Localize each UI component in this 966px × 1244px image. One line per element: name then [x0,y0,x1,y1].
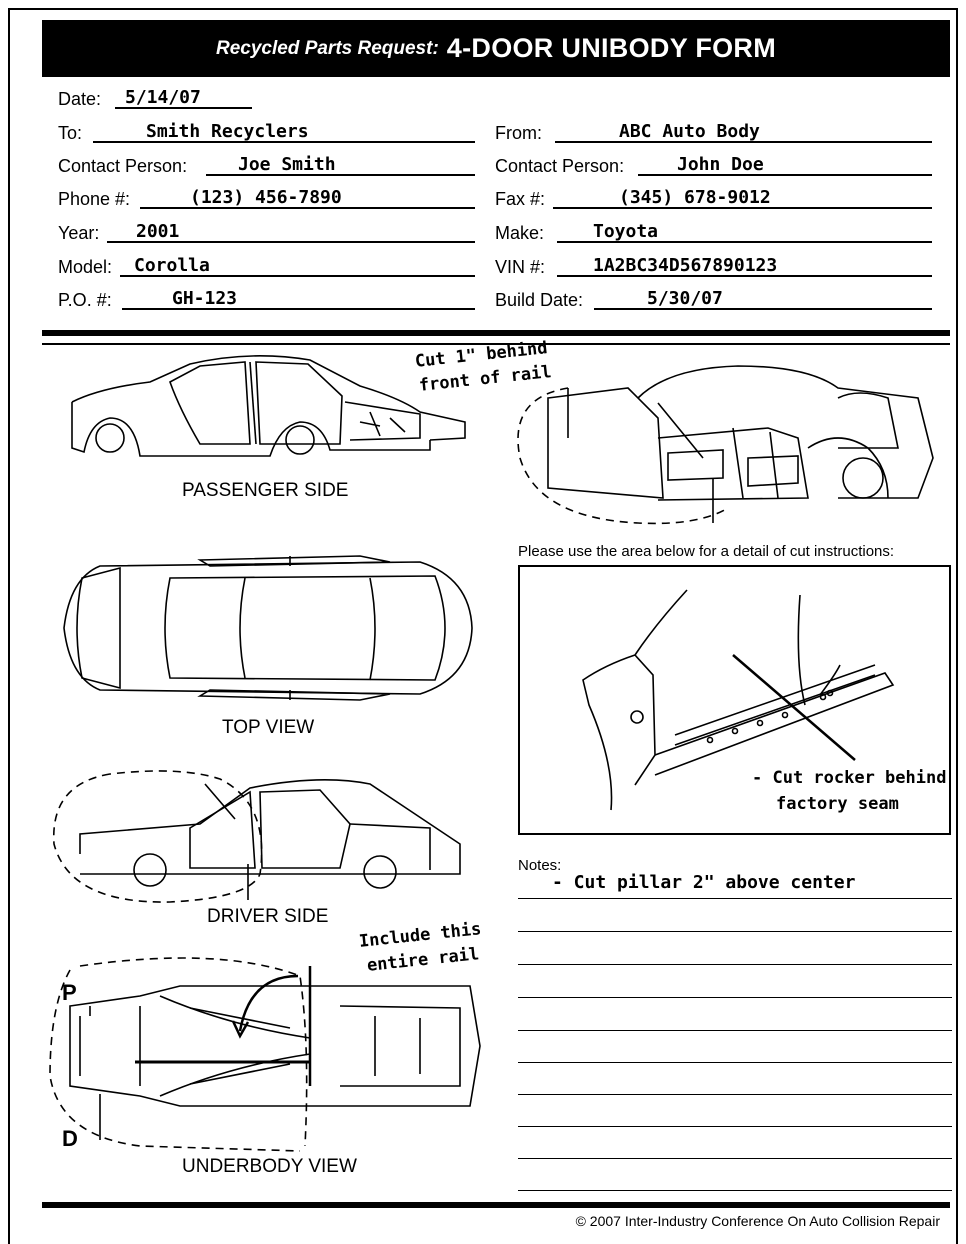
driver-marker: D [62,1126,78,1151]
vin-field[interactable]: VIN #: 1A2BC34D567890123 [495,254,932,280]
notes-line[interactable] [518,1158,952,1159]
passenger-side-drawing [71,355,466,457]
year-label: Year: [58,223,100,243]
to-label: To: [58,123,83,143]
notes-line[interactable] [518,1190,952,1191]
top-view-drawing [63,555,473,701]
po-field[interactable]: P.O. #: GH-123 [58,287,475,313]
notes-line[interactable] [518,1126,952,1127]
model-value: Corolla [134,255,210,276]
copyright-text: © 2007 Inter-Industry Conference On Auto… [575,1213,940,1229]
contact-person-left-field[interactable]: Contact Person: Joe Smith [58,153,475,179]
vin-value: 1A2BC34D567890123 [593,255,778,276]
notes-line[interactable] [518,1062,952,1063]
notes-line[interactable] [518,964,952,965]
three-quarter-drawing [517,365,934,525]
form-title-bar: Recycled Parts Request: 4-DOOR UNIBODY F… [42,20,950,77]
po-value: GH-123 [172,288,238,309]
underbody-view-label: UNDERBODY VIEW [182,1156,357,1177]
notes-entry[interactable]: - Cut pillar 2" above center [552,872,856,893]
title-prefix: Recycled Parts Request: [215,37,439,59]
contact-person-right-field[interactable]: Contact Person: John Doe [495,153,932,179]
rocker-note-line2: factory seam [776,794,899,814]
contact-left-value: Joe Smith [238,154,336,175]
contact-left-label: Contact Person: [58,156,188,176]
make-label: Make: [495,223,545,243]
detail-instruction: Please use the area below for a detail o… [518,543,895,560]
phone-label: Phone #: [58,189,131,209]
fax-value: (345) 678-9012 [619,187,771,208]
po-label: P.O. #: [58,290,112,310]
notes-line[interactable] [518,1030,952,1031]
to-field[interactable]: To: Smith Recyclers [58,120,475,146]
fax-field[interactable]: Fax #: (345) 678-9012 [495,186,932,212]
top-view-label: TOP VIEW [222,717,315,738]
to-value: Smith Recyclers [146,121,309,142]
year-field[interactable]: Year: 2001 [58,220,475,246]
date-field[interactable]: Date: 5/14/07 [58,86,252,112]
phone-value: (123) 456-7890 [190,187,342,208]
rocker-note-line1: - Cut rocker behind [752,768,947,788]
notes-line[interactable] [518,997,952,998]
model-label: Model: [58,257,113,277]
section-divider-thin [42,343,950,345]
notes-line[interactable] [518,1094,952,1095]
build-date-label: Build Date: [495,290,584,310]
passenger-marker: P [62,980,77,1005]
date-value: 5/14/07 [125,87,201,108]
fax-label: Fax #: [495,189,546,209]
from-label: From: [495,123,542,143]
notes-line[interactable] [518,898,952,899]
phone-field[interactable]: Phone #: (123) 456-7890 [58,186,475,212]
form-title: 4-DOOR UNIBODY FORM [446,33,777,63]
year-value: 2001 [136,221,180,242]
rocker-detail-drawing [582,589,895,811]
section-divider [42,330,950,336]
driver-side-label: DRIVER SIDE [207,906,329,927]
date-label: Date: [58,89,102,109]
contact-right-label: Contact Person: [495,156,625,176]
model-field[interactable]: Model: Corolla [58,254,475,280]
footer-rule [42,1202,950,1208]
build-date-field[interactable]: Build Date: 5/30/07 [495,287,932,313]
build-date-value: 5/30/07 [647,288,723,309]
make-field[interactable]: Make: Toyota [495,220,932,246]
underbody-drawing [49,957,481,1152]
from-value: ABC Auto Body [619,121,760,142]
driver-side-drawing [53,770,461,903]
contact-right-value: John Doe [677,154,764,175]
notes-line[interactable] [518,931,952,932]
from-field[interactable]: From: ABC Auto Body [495,120,932,146]
make-value: Toyota [593,221,659,242]
cut-detail-box[interactable] [518,565,951,835]
passenger-side-label: PASSENGER SIDE [182,480,349,501]
notes-label: Notes: [518,857,562,874]
form-frame [8,8,958,1244]
vin-label: VIN #: [495,257,546,277]
